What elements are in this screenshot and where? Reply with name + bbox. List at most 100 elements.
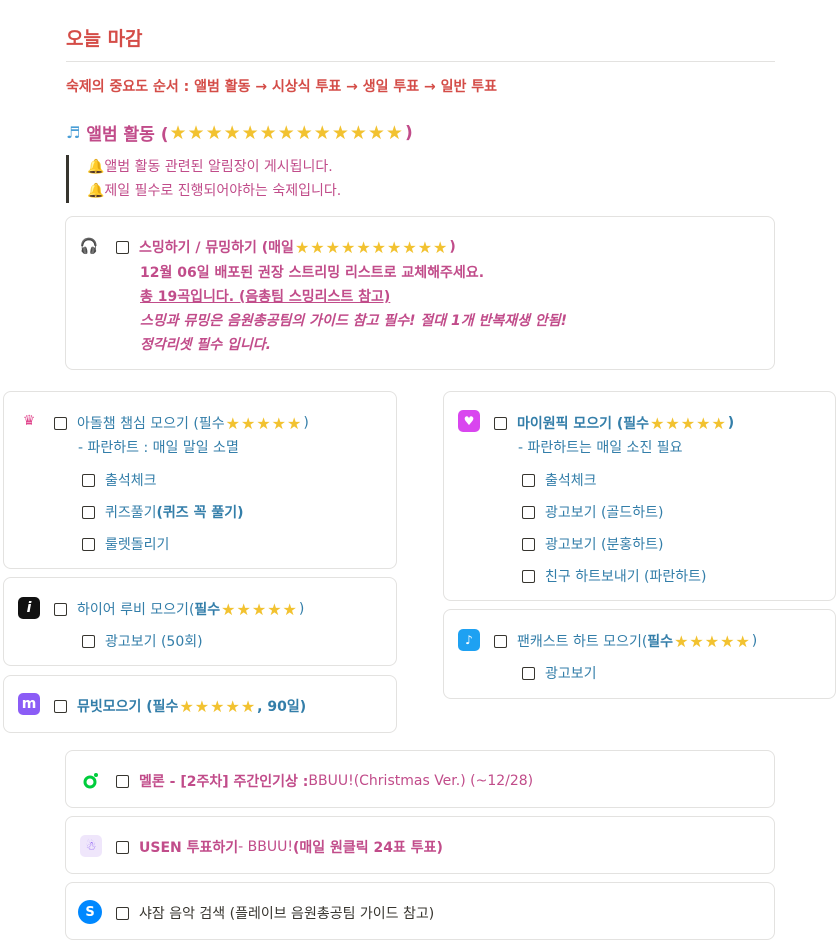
shazam-icon: S xyxy=(78,900,102,924)
myonepick-row: 마이원픽 모으기 (필수 ★★★★★ ) xyxy=(494,413,734,433)
idolchamp-item-label: 룰렛돌리기 xyxy=(105,537,170,553)
streaming-label: 스밍하기 / 뮤밍하기 (매일 xyxy=(139,240,294,256)
mubeat-checkbox[interactable] xyxy=(54,699,67,713)
usen-label-c: (매일 원클릭 24표 투표) xyxy=(292,840,443,856)
fancast-icon: ♪ xyxy=(458,629,480,651)
streaming-stars: ★★★★★★★★★★ xyxy=(294,237,449,257)
hiver-label: 하이어 루비 모으기( xyxy=(77,602,195,618)
hiver-label-end: ) xyxy=(298,601,305,617)
myonepick-item-checkbox[interactable] xyxy=(522,569,535,583)
idolchamp-item-checkbox[interactable] xyxy=(82,505,95,519)
mubeat-label-end: , 90일) xyxy=(257,699,307,715)
fancast-card: ♪ 팬캐스트 하트 모으기( 필수 ★★★★★ ) 광고보기 xyxy=(443,609,836,699)
myonepick-item: 친구 하트보내기 (파란하트) xyxy=(522,566,707,586)
shazam-card: S 샤잠 음악 검색 (플레이브 음원총공팀 가이드 참고) xyxy=(65,882,775,940)
myonepick-stars: ★★★★★ xyxy=(650,413,727,433)
hiver-card: i 하이어 루비 모으기( 필수 ★★★★★ ) 광고보기 (50회) xyxy=(3,577,397,666)
hiver-item: 광고보기 (50회) xyxy=(82,631,203,651)
myonepick-card: ♥ 마이원픽 모으기 (필수 ★★★★★ ) - 파란하트는 매일 소진 필요 … xyxy=(443,391,836,601)
idolchamp-item-label: 퀴즈풀기 xyxy=(105,505,157,521)
streaming-row: 스밍하기 / 뮤밍하기 (매일 ★★★★★★★★★★ ) xyxy=(116,237,456,257)
myonepick-label: 마이원픽 모으기 (필수 xyxy=(517,416,650,432)
mubeat-icon: m xyxy=(18,693,40,715)
fancast-item-label: 광고보기 xyxy=(545,666,597,682)
headphones-icon: 🎧 xyxy=(79,237,99,255)
note-1: 🔔앨범 활동 관련된 알림장이 게시됩니다. xyxy=(87,159,333,175)
section-stars: ★★★★★★★★★★★★★ xyxy=(169,121,404,144)
myonepick-item-label: 출석체크 xyxy=(545,473,597,489)
streaming-card: 🎧 스밍하기 / 뮤밍하기 (매일 ★★★★★★★★★★ ) 12월 06일 배… xyxy=(65,216,775,370)
mubeat-label: 뮤빗모으기 (필수 xyxy=(77,699,179,715)
usen-card: ☃ USEN 투표하기 - BBUU! (매일 원클릭 24표 투표) xyxy=(65,816,775,874)
hiver-row: 하이어 루비 모으기( 필수 ★★★★★ ) xyxy=(54,599,304,619)
fancast-label-end: ) xyxy=(751,633,758,649)
idolchamp-item-label: 출석체크 xyxy=(105,473,157,489)
melon-row: 멜론 - [2주차] 주간인기상 : BBUU!(Christmas Ver.)… xyxy=(116,771,533,791)
mubeat-card: m 뮤빗모으기 (필수 ★★★★★ , 90일) xyxy=(3,675,397,733)
fancast-item: 광고보기 xyxy=(522,663,597,683)
streaming-label-end: ) xyxy=(449,239,456,255)
mubeat-row: 뮤빗모으기 (필수 ★★★★★ , 90일) xyxy=(54,696,306,716)
myonepick-item-label: 광고보기 (분홍하트) xyxy=(545,537,664,553)
idolchamp-quiz-bold: (퀴즈 꼭 풀기) xyxy=(156,505,244,521)
melon-checkbox[interactable] xyxy=(116,774,129,788)
priority-order-text: 숙제의 중요도 순서 : 앨범 활동 → 시상식 투표 → 생일 투표 → 일반… xyxy=(66,79,498,95)
fancast-row: 팬캐스트 하트 모으기( 필수 ★★★★★ ) xyxy=(494,631,757,651)
melon-card: 멜론 - [2주차] 주간인기상 : BBUU!(Christmas Ver.)… xyxy=(65,750,775,808)
streaming-line-2: 총 19곡입니다. (음총팀 스밍리스트 참고) xyxy=(140,289,391,305)
mubeat-stars: ★★★★★ xyxy=(179,696,257,716)
melon-icon xyxy=(80,769,102,791)
idolchamp-item-checkbox[interactable] xyxy=(82,537,95,551)
shazam-row: 샤잠 음악 검색 (플레이브 음원총공팀 가이드 참고) xyxy=(116,903,434,923)
myonepick-item-checkbox[interactable] xyxy=(522,505,535,519)
section-heading: ♬ 앨범 활동 ( ★★★★★★★★★★★★★ ) xyxy=(66,120,413,146)
myonepick-item-label: 친구 하트보내기 (파란하트) xyxy=(545,569,707,585)
idolchamp-item: 퀴즈풀기 (퀴즈 꼭 풀기) xyxy=(82,502,243,522)
hiver-checkbox[interactable] xyxy=(54,602,67,616)
heart-app-icon: ♥ xyxy=(458,410,480,432)
section-title: 앨범 활동 ( xyxy=(86,125,169,145)
usen-label-a: USEN 투표하기 xyxy=(139,840,239,856)
myonepick-item-checkbox[interactable] xyxy=(522,473,535,487)
fancast-label: 팬캐스트 하트 모으기( xyxy=(517,634,648,650)
hiver-item-checkbox[interactable] xyxy=(82,634,95,648)
myonepick-item-label: 광고보기 (골드하트) xyxy=(545,505,664,521)
myonepick-item: 광고보기 (분홍하트) xyxy=(522,534,663,554)
idolchamp-item: 출석체크 xyxy=(82,470,157,490)
idolchamp-row: 아돌챔 챔심 모으기 (필수 ★★★★★ ) xyxy=(54,413,309,433)
idolchamp-item-checkbox[interactable] xyxy=(82,473,95,487)
streaming-line-3: 스밍과 뮤밍은 음원총공팀의 가이드 참고 필수! 절대 1개 반복재생 안됨! xyxy=(140,313,568,329)
hiver-label-bold: 필수 xyxy=(194,602,221,618)
music-notes-icon: ♬ xyxy=(66,123,81,142)
idolchamp-label-end: ) xyxy=(303,415,309,431)
shazam-label: 샤잠 음악 검색 (플레이브 음원총공팀 가이드 참고) xyxy=(139,906,435,922)
melon-label-a: 멜론 - [2주차] 주간인기상 : xyxy=(139,774,309,790)
myonepick-checkbox[interactable] xyxy=(494,416,507,430)
fancast-label-bold: 필수 xyxy=(647,634,674,650)
usen-checkbox[interactable] xyxy=(116,840,129,854)
streaming-line-4: 정각리셋 필수 입니다. xyxy=(140,337,271,353)
usen-icon: ☃ xyxy=(80,835,102,857)
myonepick-sub: - 파란하트는 매일 소진 필요 xyxy=(518,440,683,456)
hiver-icon: i xyxy=(18,597,40,619)
myonepick-label-end: ) xyxy=(727,415,735,431)
section-title-end: ) xyxy=(404,122,413,143)
idolchamp-checkbox[interactable] xyxy=(54,416,67,430)
page-title: 오늘 마감 xyxy=(66,28,143,50)
idol-crown-icon: ♛ xyxy=(22,413,36,429)
hiver-item-label: 광고보기 (50회) xyxy=(105,634,203,650)
shazam-checkbox[interactable] xyxy=(116,906,129,920)
streaming-checkbox[interactable] xyxy=(116,240,129,254)
myonepick-item: 광고보기 (골드하트) xyxy=(522,502,663,522)
idolchamp-card: ♛ 아돌챔 챔심 모으기 (필수 ★★★★★ ) - 파란하트 : 매일 말일 … xyxy=(3,391,397,569)
melon-label-b: BBUU!(Christmas Ver.) (~12/28) xyxy=(308,773,534,789)
fancast-checkbox[interactable] xyxy=(494,634,507,648)
streaming-line-1: 12월 06일 배포된 권장 스트리밍 리스트로 교체해주세요. xyxy=(140,265,485,281)
idolchamp-stars: ★★★★★ xyxy=(225,413,303,433)
idolchamp-sub: - 파란하트 : 매일 말일 소멸 xyxy=(78,440,239,456)
idolchamp-item: 룰렛돌리기 xyxy=(82,534,169,554)
myonepick-item-checkbox[interactable] xyxy=(522,537,535,551)
usen-label-b: - BBUU! xyxy=(238,839,293,855)
notes-quote: 🔔앨범 활동 관련된 알림장이 게시됩니다. 🔔제일 필수로 진행되어야하는 숙… xyxy=(66,155,341,203)
fancast-item-checkbox[interactable] xyxy=(522,666,535,680)
